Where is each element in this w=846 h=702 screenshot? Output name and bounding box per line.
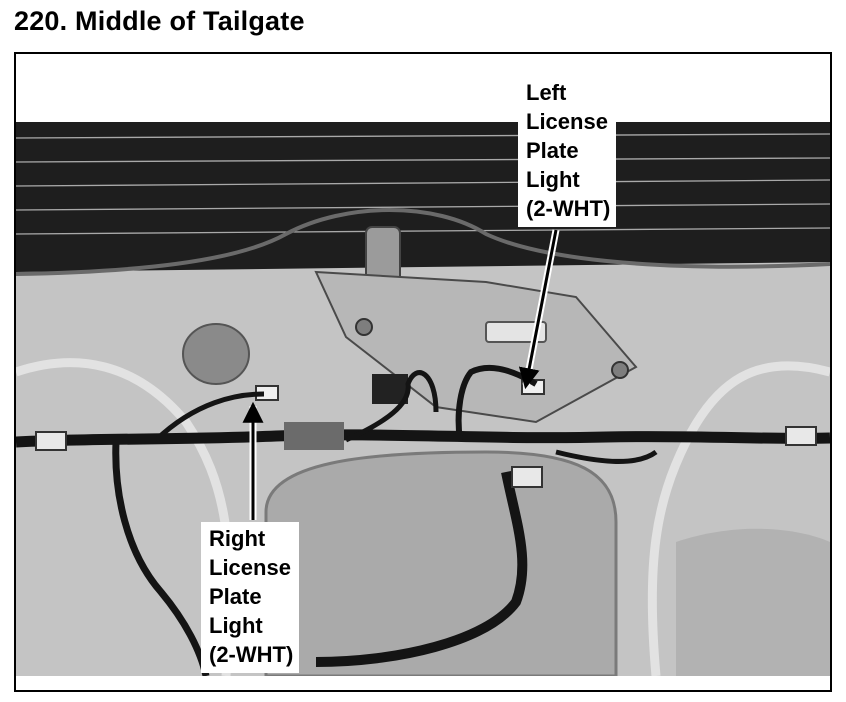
label-line: (2-WHT) xyxy=(526,196,611,221)
harness-branch-lower xyxy=(315,471,528,667)
label-line: Left xyxy=(526,80,567,105)
left-light-arrow xyxy=(518,229,560,390)
harness-branch-center xyxy=(344,370,439,443)
bracket-bolt-right xyxy=(611,361,629,379)
figure-frame: Left License Plate Light (2-WHT) Right L… xyxy=(14,52,832,692)
label-line: Light xyxy=(526,167,580,192)
label-line: Plate xyxy=(526,138,579,163)
label-line: License xyxy=(209,555,291,580)
license-light-housing xyxy=(485,321,547,343)
harness-branch-left-light xyxy=(154,391,265,442)
glass-seal-edge xyxy=(16,208,830,276)
panel-shadow-right xyxy=(676,528,830,676)
connector-lower xyxy=(511,466,543,488)
latch-bracket xyxy=(314,270,638,424)
left-license-plate-light-label: Left License Plate Light (2-WHT) xyxy=(518,76,617,227)
foam-sleeve xyxy=(284,422,344,450)
page-title: 220. Middle of Tailgate xyxy=(14,6,305,36)
callout-arrows xyxy=(242,229,560,520)
label-line: License xyxy=(526,109,608,134)
label-line: Plate xyxy=(209,584,262,609)
bracket-bolt-left xyxy=(355,318,373,336)
label-line: Right xyxy=(209,526,266,551)
harness-branch-down xyxy=(112,441,210,676)
panel-opening-lower xyxy=(264,450,618,676)
harness-branch-right xyxy=(555,449,658,464)
right-license-plate-light-label: Right License Plate Light (2-WHT) xyxy=(201,522,300,673)
label-line: Light xyxy=(209,613,263,638)
connector-left-edge xyxy=(35,431,67,451)
harness-branch-right-light xyxy=(455,365,538,441)
label-line: (2-WHT) xyxy=(209,642,294,667)
connector-right-edge xyxy=(785,426,817,446)
main-harness xyxy=(16,429,830,448)
defroster-lines xyxy=(16,133,830,235)
panel-hole-left xyxy=(182,323,250,385)
rear-glass xyxy=(16,122,830,272)
